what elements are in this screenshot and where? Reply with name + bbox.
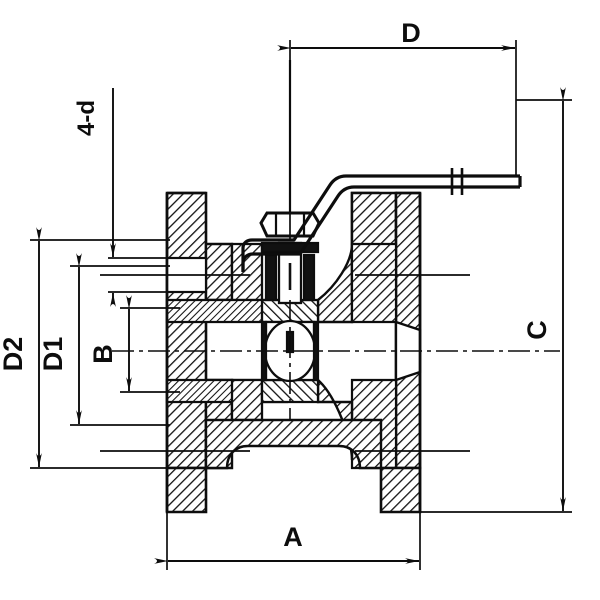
right-foot: [379, 466, 422, 514]
packing-gland-right: [302, 253, 316, 302]
centerlines: [112, 300, 560, 420]
dimension-label-A: A: [283, 522, 303, 552]
bolt-hole-centerlines: [100, 274, 470, 452]
lever-handle: [241, 174, 522, 272]
gland-plate: [260, 241, 320, 254]
extension-lines: [30, 40, 572, 570]
left-foot: [165, 466, 208, 514]
dimension-label-D2: D2: [0, 337, 28, 372]
dimension-label-D1: D1: [38, 337, 68, 372]
dimension-label-B: B: [88, 344, 118, 364]
dimension-label-4d: 4-d: [73, 100, 100, 136]
dimension-label-D: D: [401, 18, 421, 48]
packing-gland-left: [264, 253, 278, 302]
bottom-feet: [165, 418, 422, 514]
handle-ferrule-marks: [450, 168, 464, 195]
body-underside: [204, 418, 383, 470]
dimension-lines: [36, 45, 566, 564]
dimension-label-C: C: [522, 320, 552, 340]
valve-body: [316, 191, 422, 470]
